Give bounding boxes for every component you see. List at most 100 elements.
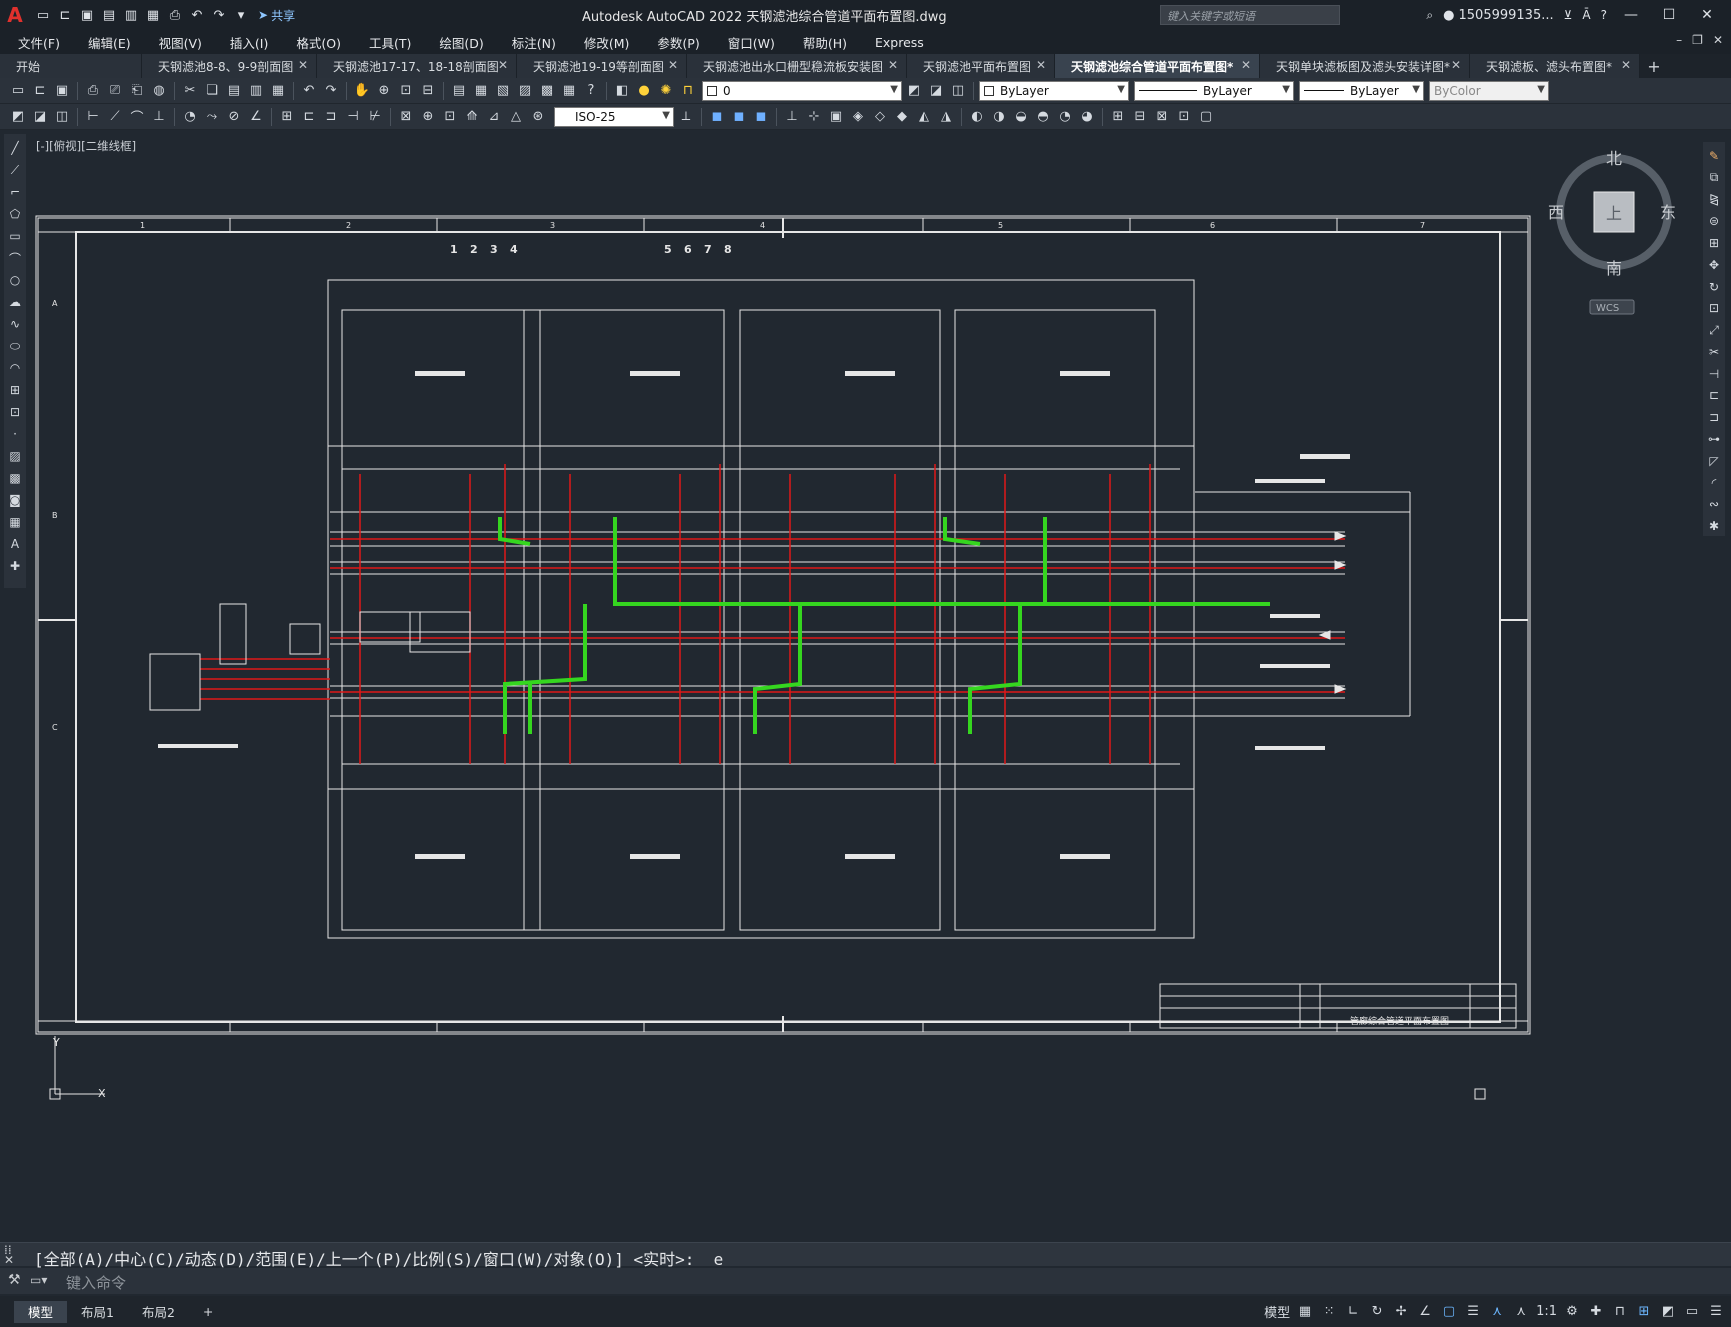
mtext-icon[interactable]: A	[10, 537, 20, 551]
cad-drawing[interactable]: 1 2 3 4 5 6 7 A B C	[30, 134, 1696, 1234]
block-editor-icon[interactable]: ▦	[271, 83, 285, 98]
drawing-canvas[interactable]	[30, 134, 1696, 1234]
layer-bulb-icon[interactable]: ●	[638, 83, 650, 98]
offset-icon[interactable]: ⊜	[1708, 214, 1720, 229]
erase-icon[interactable]: ✎	[1708, 148, 1720, 163]
tab-filter-plate-detail[interactable]: 天钢单块滤板图及滤头安装详图*✕	[1260, 54, 1470, 78]
menu-modify[interactable]: 修改(M)	[583, 35, 630, 51]
open-icon[interactable]: ⊏	[34, 83, 46, 98]
redo-icon[interactable]: ↷	[325, 83, 337, 98]
paste-icon[interactable]: ▤	[227, 83, 241, 98]
command-line-grip-icon[interactable]: ⁞⁞✕	[4, 1243, 15, 1267]
calculator-icon[interactable]: ▦	[562, 83, 576, 98]
save-web-icon[interactable]: ▦	[146, 7, 160, 23]
ucs-object-icon[interactable]: ▣	[829, 109, 843, 124]
workspace-gear-icon[interactable]: ⚙	[1566, 1303, 1578, 1319]
dim-text-edit-icon[interactable]: △	[511, 109, 521, 124]
menu-insert[interactable]: 插入(I)	[229, 35, 269, 51]
properties-icon[interactable]: ▤	[452, 83, 466, 98]
menu-dimension[interactable]: 标注(N)	[511, 35, 556, 51]
ellipse-arc-icon[interactable]: ◠	[9, 361, 21, 375]
viewcube[interactable]: 上 北 南 西 东 WCS	[1548, 148, 1678, 318]
color-dropdown[interactable]: ByLayer ▼	[979, 80, 1129, 101]
plotstyle-dropdown[interactable]: ByColor ▼	[1429, 80, 1549, 101]
zoom-window-icon[interactable]: ⊡	[400, 83, 412, 98]
save-icon[interactable]: ▣	[80, 7, 94, 23]
snap-icon[interactable]: ⁙	[1323, 1303, 1335, 1319]
menu-format[interactable]: 格式(O)	[296, 35, 341, 51]
markup-icon[interactable]: ▢	[1199, 109, 1213, 124]
linear-dim-icon[interactable]: ⊢	[87, 109, 99, 124]
tab-close-icon[interactable]: ✕	[667, 58, 678, 72]
plot-preview-icon[interactable]: ⎚	[109, 83, 121, 98]
arc-icon[interactable]: ⌒	[8, 251, 21, 266]
hatch-icon[interactable]: ▨	[9, 449, 21, 463]
isolate-objects-icon[interactable]: ◩	[1661, 1303, 1675, 1319]
open-web-icon[interactable]: ▥	[124, 7, 138, 23]
layer-lock-icon[interactable]: ⊓	[682, 83, 694, 98]
ordinate-dim-icon[interactable]: ⊥	[153, 109, 165, 124]
viewcube-top-label[interactable]: 上	[1606, 204, 1622, 223]
insert-block-icon[interactable]: ⊞	[1112, 109, 1124, 124]
markup-icon[interactable]: ▩	[540, 83, 554, 98]
tab-section-19[interactable]: 天钢滤池19-19等剖面图✕	[517, 54, 687, 78]
mirror-icon[interactable]: ⧎	[1708, 192, 1720, 207]
explode-icon[interactable]: ✱	[1708, 519, 1720, 534]
search-icon[interactable]: ⌕	[1426, 7, 1434, 22]
new-icon[interactable]: ▭	[11, 83, 25, 98]
tab-close-icon[interactable]: ✕	[1035, 58, 1046, 72]
tab-outlet-plate[interactable]: 天钢滤池出水口栅型稳流板安装图✕	[687, 54, 907, 78]
walk-icon[interactable]: ◔	[1059, 109, 1071, 124]
menu-file[interactable]: 文件(F)	[18, 35, 60, 51]
isodraft-icon[interactable]: ✢	[1395, 1303, 1407, 1319]
center-mark-icon[interactable]: ⊕	[422, 109, 434, 124]
new-tab-button[interactable]: +	[1647, 56, 1661, 76]
plot-icon[interactable]: ⎙	[87, 83, 99, 98]
ucs-world-icon[interactable]: ⊹	[808, 109, 820, 124]
join-icon[interactable]: ⊶	[1708, 432, 1720, 447]
stretch-icon[interactable]: ⤢	[1709, 322, 1719, 337]
copy-icon[interactable]: ❏	[206, 83, 218, 98]
autodesk-app-icon[interactable]: Ā	[1582, 8, 1591, 22]
save-as-icon[interactable]: ▤	[102, 7, 116, 23]
diameter-dim-icon[interactable]: ⊘	[228, 109, 240, 124]
radius-dim-icon[interactable]: ◔	[184, 109, 196, 124]
grid-icon[interactable]: ▦	[1298, 1303, 1312, 1319]
arc-length-icon[interactable]: ⌒	[130, 111, 144, 126]
user-account[interactable]: ● 1505999135...	[1443, 8, 1553, 23]
break-dim-icon[interactable]: ⊬	[369, 109, 381, 124]
layer-states-icon[interactable]: ◫	[951, 83, 965, 98]
tab-close-icon[interactable]: ✕	[1620, 58, 1631, 72]
visual-style-icon[interactable]: ◓	[1037, 109, 1049, 124]
array-icon[interactable]: ⊞	[1708, 236, 1720, 251]
jogged-linear-icon[interactable]: ⟰	[466, 109, 478, 124]
shade-icon[interactable]: ◐	[971, 109, 983, 124]
pan-icon[interactable]: ✋	[353, 83, 371, 98]
menu-window[interactable]: 窗口(W)	[727, 35, 775, 51]
sheet-set-icon[interactable]: ▨	[518, 83, 532, 98]
layer-previous-icon[interactable]: ◪	[929, 83, 943, 98]
web-icon[interactable]: ◍	[153, 83, 165, 98]
wcs-label[interactable]: WCS	[1596, 303, 1619, 314]
annotation-monitor-icon[interactable]: ✚	[1590, 1303, 1602, 1319]
layout-tab-layout1[interactable]: 布局1	[67, 1301, 128, 1323]
insert-block-icon[interactable]: ⊞	[9, 383, 21, 397]
dim-update-icon[interactable]: ⊛	[532, 109, 544, 124]
add-selected-icon[interactable]: ✚	[9, 559, 21, 573]
tolerance-icon[interactable]: ⊠	[400, 109, 412, 124]
view-left-icon[interactable]: ◼	[755, 109, 767, 124]
chamfer-icon[interactable]: ◸	[1709, 453, 1719, 468]
publish-icon[interactable]: ⎗	[131, 83, 143, 98]
open-file-icon[interactable]: ⊏	[59, 7, 71, 23]
lineweight-icon[interactable]: ☰	[1467, 1303, 1479, 1319]
ucs-3point-icon[interactable]: ◮	[941, 109, 951, 124]
make-current-icon[interactable]: ◩	[907, 83, 921, 98]
circle-icon[interactable]: ○	[9, 273, 21, 287]
units-icon[interactable]: ⊓	[1614, 1303, 1626, 1319]
ucs-origin-icon[interactable]: ◆	[897, 109, 907, 124]
dim-edit-icon[interactable]: ⊿	[488, 109, 500, 124]
help-icon[interactable]: ?	[1600, 8, 1607, 22]
menu-parametric[interactable]: 参数(P)	[657, 35, 700, 51]
add-layout-button[interactable]: +	[202, 1304, 214, 1319]
angular-dim-icon[interactable]: ∠	[250, 109, 262, 124]
